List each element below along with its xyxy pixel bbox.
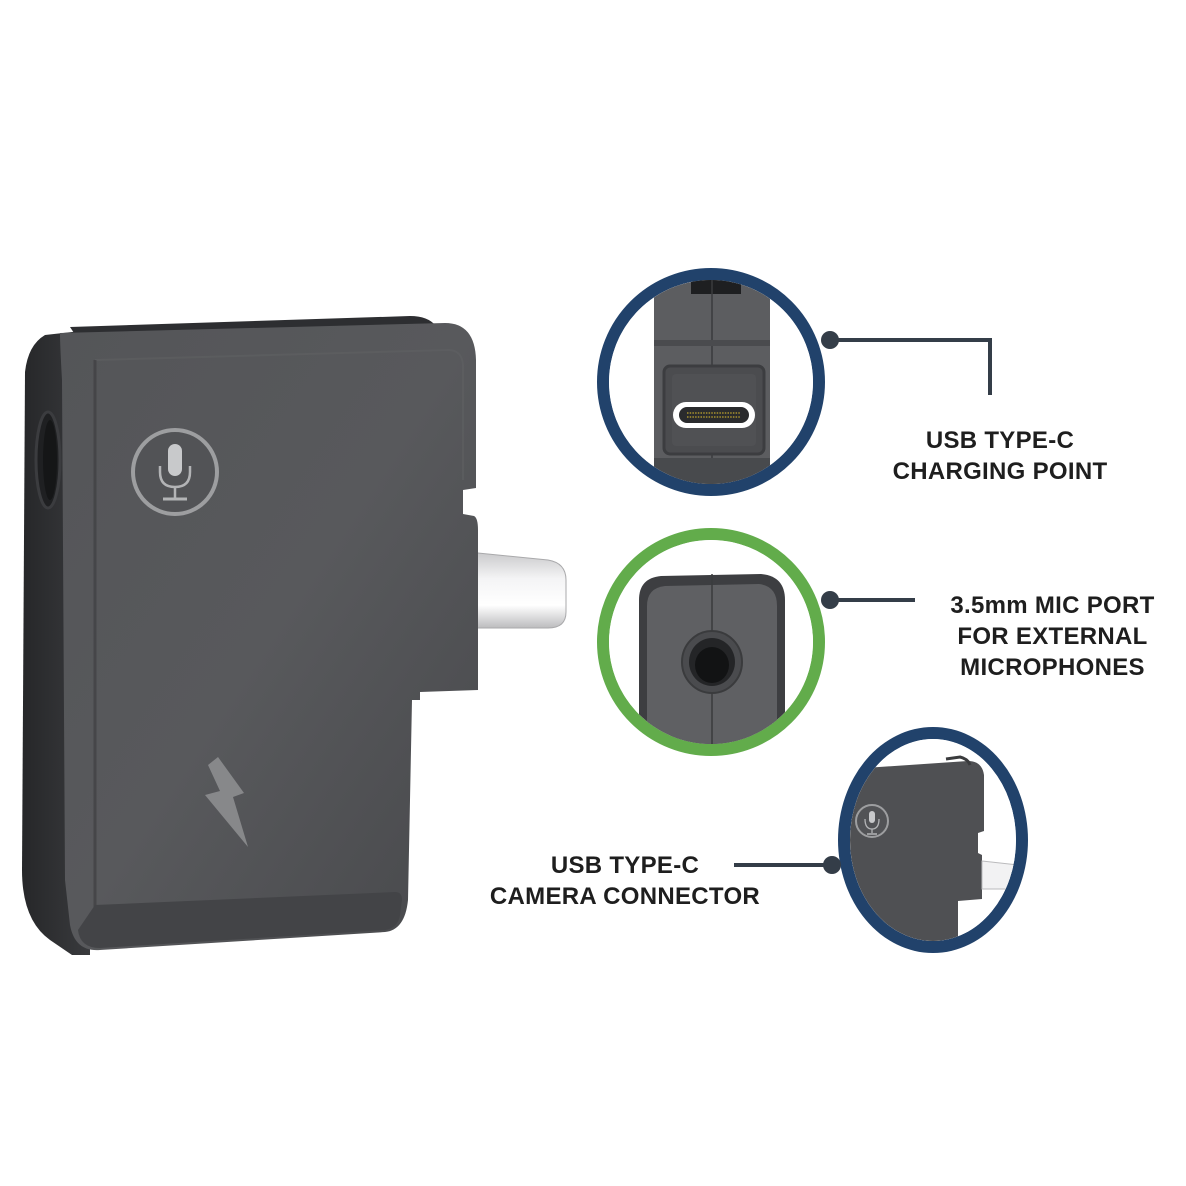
leader-line-mic-port (830, 598, 915, 602)
label-camera-connector: USB TYPE-C CAMERA CONNECTOR (470, 850, 780, 912)
lightning-bolt-icon (205, 757, 248, 847)
label-line: USB TYPE-C (550, 852, 700, 879)
label-line: USB TYPE-C (925, 427, 1075, 454)
callout-circle-mic-port (597, 528, 825, 756)
leader-line-charging-h (830, 338, 992, 342)
label-line: 3.5mm MIC PORT (950, 592, 1155, 619)
audio-jack-icon (609, 540, 813, 744)
callout-circle-charging (597, 268, 825, 496)
usb-c-plug-icon (850, 739, 1016, 941)
callout-circle-camera-connector (838, 727, 1028, 953)
microphone-emblem (127, 424, 223, 520)
label-mic-port: 3.5mm MIC PORT FOR EXTERNAL MICROPHONES (925, 590, 1180, 683)
usb-c-port-icon (609, 280, 813, 484)
leader-line-charging-v (988, 338, 992, 395)
product-device (0, 0, 600, 1000)
label-charging-point: USB TYPE-C CHARGING POINT (865, 425, 1135, 487)
label-line: FOR EXTERNAL (957, 623, 1148, 650)
leader-dot-camera-connector (823, 856, 841, 874)
label-line: MICROPHONES (960, 654, 1145, 681)
label-line: CHARGING POINT (892, 458, 1108, 485)
leader-line-camera-connector (734, 863, 830, 867)
label-line: CAMERA CONNECTOR (489, 883, 761, 910)
microphone-icon (131, 428, 219, 516)
charging-emblem (200, 755, 260, 850)
